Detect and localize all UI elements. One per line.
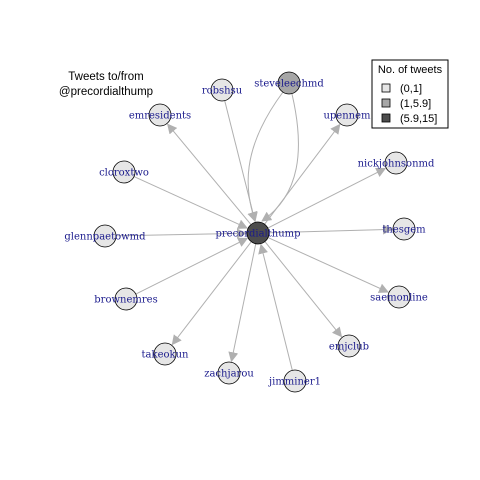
labels-layer: robshsu steveleechmd emresidents upennem nic…	[64, 79, 435, 388]
node-robshsu	[210, 78, 234, 102]
edge-brownemres	[135, 237, 249, 295]
legend-label-1: (1,5.9]	[400, 98, 431, 110]
edge-emresidents	[167, 123, 252, 225]
edge-steveleechmd-b	[261, 93, 299, 222]
node-label-robshsu: robshsu	[202, 86, 243, 97]
node-label-jimminer1: jimminer1	[268, 377, 321, 388]
title-line-1: Tweets to/from	[68, 71, 143, 83]
node-precordialthump	[246, 221, 270, 245]
legend-swatch-0	[381, 83, 391, 93]
edge-jimminer1	[258, 243, 293, 371]
edge-thesgem	[268, 224, 394, 235]
edges-layer	[115, 91, 394, 371]
node-nickjohnsonmd	[384, 151, 408, 175]
edge-steveleechmd-a	[247, 91, 284, 222]
legend-title: No. of tweets	[378, 64, 443, 76]
edge-saemonline	[267, 237, 389, 293]
node-label-brownemres: brownemres	[94, 295, 157, 306]
edge-nickjohnsonmd	[267, 167, 387, 229]
legend: No. of tweets (0,1] (1,5.9] (5.9,15]	[371, 59, 449, 129]
legend-swatch-2	[381, 113, 391, 123]
node-label-emresidents: emresidents	[129, 111, 191, 122]
edge-glennpaetowmd	[115, 228, 248, 239]
node-label-takeokun: takeokun	[142, 350, 189, 361]
node-glennpaetowmd	[93, 224, 117, 248]
node-steveleechmd	[277, 71, 301, 95]
node-saemonline	[387, 285, 411, 309]
legend-swatch-1	[381, 98, 391, 108]
node-cloroxtwo	[112, 160, 136, 184]
node-label-zachjarou: zachjarou	[204, 369, 254, 380]
node-zachjarou	[217, 361, 241, 385]
node-label-steveleechmd: steveleechmd	[254, 79, 324, 90]
node-brownemres	[114, 287, 138, 311]
node-label-glennpaetowmd: glennpaetowmd	[64, 232, 146, 243]
node-label-emjclub: emjclub	[329, 342, 369, 353]
legend-label-0: (0,1]	[400, 83, 422, 95]
node-emjclub	[337, 334, 361, 358]
title-line-2: @precordialthump	[59, 86, 153, 98]
node-emresidents	[148, 103, 172, 127]
node-label-cloroxtwo: cloroxtwo	[99, 168, 149, 179]
diagram-title: Tweets to/from @precordialthump	[59, 71, 153, 98]
legend-label-2: (5.9,15]	[400, 113, 437, 125]
node-takeokun	[153, 342, 177, 366]
node-label-upennem: upennem	[323, 111, 371, 122]
node-thesgem	[392, 217, 416, 241]
node-label-saemonline: saemonline	[370, 293, 428, 304]
edge-emjclub	[264, 241, 343, 338]
node-label-thesgem: thesgem	[382, 225, 426, 236]
node-jimminer1	[283, 369, 307, 393]
node-label-nickjohnsonmd: nickjohnsonmd	[358, 159, 435, 170]
node-label-precordialthump: precordialthump	[215, 229, 300, 240]
edge-takeokun	[171, 241, 252, 346]
edge-upennem	[264, 123, 341, 225]
node-upennem	[335, 103, 359, 127]
edge-cloroxtwo	[133, 176, 248, 229]
nodes-layer	[93, 71, 416, 393]
edge-zachjarou	[228, 243, 257, 363]
